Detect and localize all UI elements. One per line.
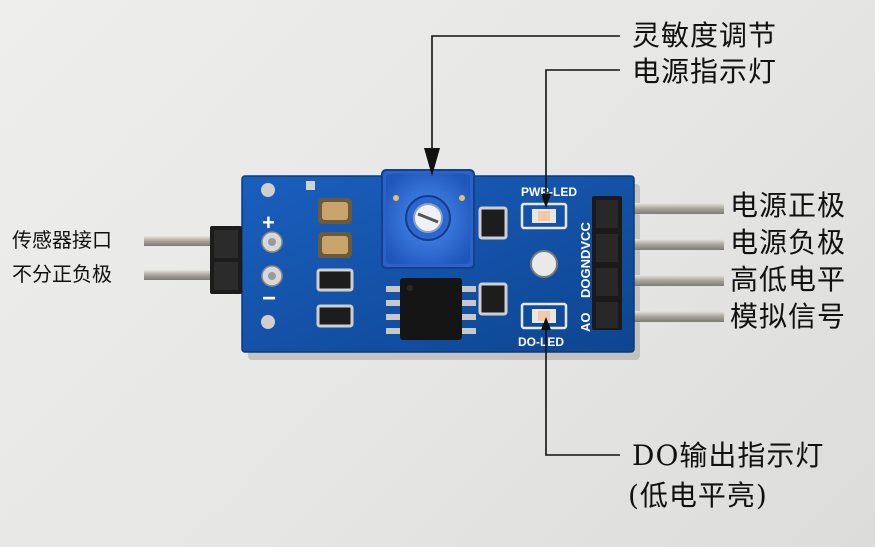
silk-ao: AO — [578, 313, 593, 333]
pin-ao — [618, 311, 724, 322]
sensor-pin-1 — [144, 236, 230, 246]
label-sensitivity-adjust: 灵敏度调节 — [632, 19, 778, 52]
arrow-power-led — [541, 194, 551, 208]
power-led — [520, 202, 568, 230]
comparator-ic — [386, 278, 476, 340]
mounting-hole-top — [261, 183, 275, 197]
mounting-hole-bottom — [261, 315, 275, 329]
via — [306, 181, 315, 190]
output-pins — [618, 203, 724, 322]
sensor-pin-2 — [144, 270, 230, 280]
label-low-level-on: (低电平亮) — [628, 479, 768, 512]
pin-vcc — [618, 203, 724, 214]
sensor-pins — [144, 236, 230, 280]
label-no-polarity: 不分正负极 — [12, 262, 112, 286]
silk-minus: − — [262, 285, 276, 312]
mounting-hole — [530, 250, 558, 278]
potentiometer — [381, 169, 475, 269]
label-gnd: 电源负极 — [730, 226, 847, 259]
leader-sensitivity — [431, 35, 620, 148]
label-power-indicator: 电源指示灯 — [632, 55, 778, 88]
leader-power-led — [545, 69, 620, 195]
silk-do-led: DO-LED — [518, 335, 564, 349]
annotation-lines — [431, 35, 620, 456]
pin-do — [618, 275, 724, 286]
label-vcc: 电源正极 — [730, 189, 847, 222]
label-do-indicator: DO输出指示灯 — [632, 439, 825, 472]
pin-gnd — [618, 239, 724, 250]
label-digital-level: 高低电平 — [730, 263, 847, 296]
resistors — [316, 206, 508, 328]
sensor-pads — [261, 183, 283, 329]
label-sensor-interface: 传感器接口 — [12, 228, 112, 252]
label-analog-signal: 模拟信号 — [730, 300, 847, 333]
silk-pwr-led: PWR-LED — [521, 185, 577, 199]
arrow-do-led — [541, 317, 551, 330]
leader-do-led — [545, 330, 620, 456]
silk-plus: + — [262, 210, 275, 235]
output-header — [592, 196, 622, 330]
silk-pin-labels: DOGNDVCC — [578, 222, 593, 298]
capacitors — [318, 198, 352, 258]
arrow-sensitivity — [424, 148, 440, 176]
